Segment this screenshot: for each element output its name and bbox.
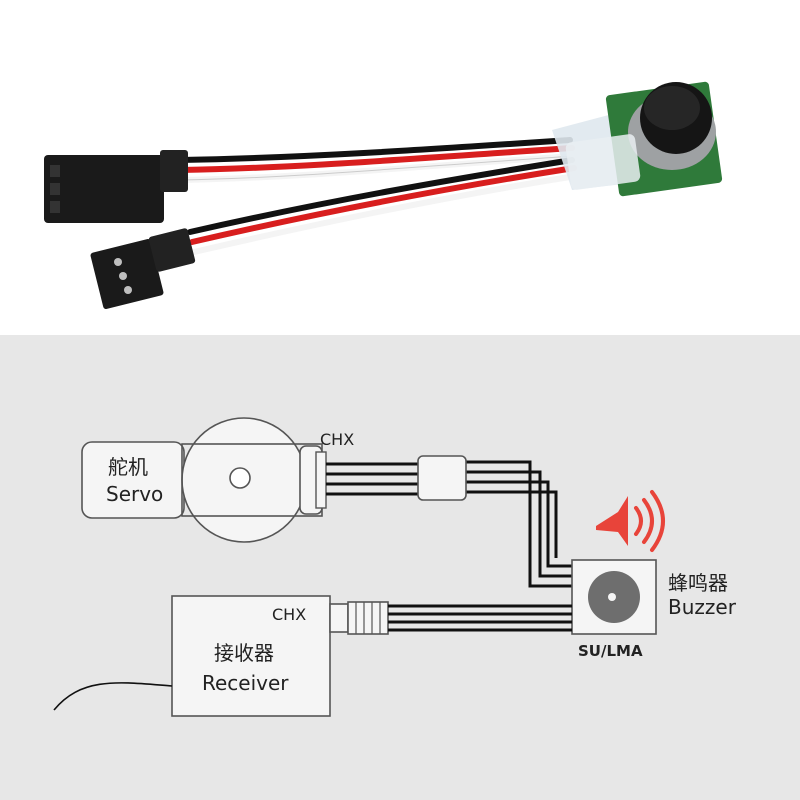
wiring-diagram-canvas: 舵机 Servo CHX 蜂鸣器 B bbox=[53, 417, 737, 717]
speaker-icon bbox=[596, 490, 665, 552]
receiver-plug bbox=[329, 601, 389, 635]
servo-channel-label: CHX bbox=[320, 430, 354, 449]
receiver-label-cn: 接收器 bbox=[214, 641, 274, 665]
upper-cable bbox=[177, 137, 577, 183]
servo-label-cn: 舵机 bbox=[108, 455, 148, 479]
male-servo-connector bbox=[90, 228, 196, 310]
servo-cable bbox=[326, 460, 572, 588]
receiver-block: CHX 接收器 Receiver bbox=[53, 595, 331, 717]
receiver-cable bbox=[388, 604, 572, 632]
lower-cable bbox=[187, 157, 579, 255]
buzzer-model-label: SU/LMA bbox=[578, 642, 643, 660]
wiring-diagram: 舵机 Servo CHX 蜂鸣器 B bbox=[0, 335, 800, 800]
servo-block: 舵机 Servo CHX bbox=[81, 417, 354, 543]
receiver-label-en: Receiver bbox=[202, 671, 289, 695]
product-photo bbox=[0, 0, 800, 335]
antenna-wire bbox=[53, 682, 173, 711]
buzzer-label-cn: 蜂鸣器 bbox=[668, 571, 728, 595]
female-servo-connector bbox=[44, 150, 188, 223]
servo-label-en: Servo bbox=[106, 482, 163, 506]
receiver-channel-label: CHX bbox=[272, 605, 306, 624]
servo-cable-connector bbox=[417, 455, 467, 501]
buzzer-cable-illustration bbox=[44, 81, 723, 310]
buzzer-block: 蜂鸣器 Buzzer SU/LMA bbox=[571, 559, 737, 660]
buzzer-label-en: Buzzer bbox=[668, 595, 737, 619]
buzzer-module bbox=[552, 81, 723, 197]
